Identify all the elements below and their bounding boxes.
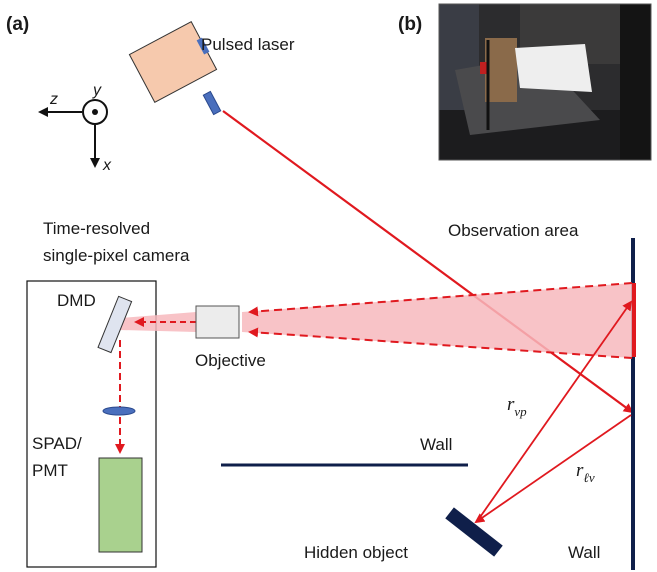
objective-lens (195, 305, 240, 339)
observation-area-label: Observation area (448, 221, 579, 240)
cone-edge-bottom (248, 327, 633, 359)
laser-beam (222, 110, 634, 414)
coordinate-axes: z y x (38, 82, 112, 174)
pulsed-laser-label: Pulsed laser (201, 35, 295, 54)
panel-label-a: (a) (6, 14, 29, 35)
hidden-object (445, 507, 503, 557)
middle-wall-label: Wall (420, 435, 452, 454)
panel-label-b: (b) (398, 14, 422, 35)
path-object-to-wall (477, 300, 633, 521)
hidden-object-label: Hidden object (304, 543, 408, 562)
r-vp-label: rvp (507, 394, 527, 419)
objective-label: Objective (195, 351, 266, 370)
pulsed-laser (128, 21, 222, 116)
spad-detector (98, 457, 143, 553)
camera-label-line1: Time-resolved (43, 219, 150, 238)
right-wall-label: Wall (568, 543, 600, 562)
return-light-cone (242, 283, 632, 358)
axis-z-label: z (49, 91, 58, 108)
camera-label-line2: single-pixel camera (43, 246, 190, 265)
focusing-lens (102, 406, 136, 416)
spad-label-line2: PMT (32, 461, 68, 480)
path-wall-to-object (474, 414, 632, 524)
photo-panel (438, 3, 652, 161)
r-lv-label: rℓv (576, 460, 595, 485)
spad-label-line1: SPAD/ (32, 434, 82, 453)
cone-edge-top (248, 282, 633, 317)
axis-y-label: y (92, 82, 102, 99)
dmd-label: DMD (57, 291, 96, 310)
camera-enclosure (26, 280, 157, 568)
dmd-mirror (97, 295, 133, 354)
axis-x-label: x (102, 157, 112, 174)
laser-lens (202, 90, 222, 116)
